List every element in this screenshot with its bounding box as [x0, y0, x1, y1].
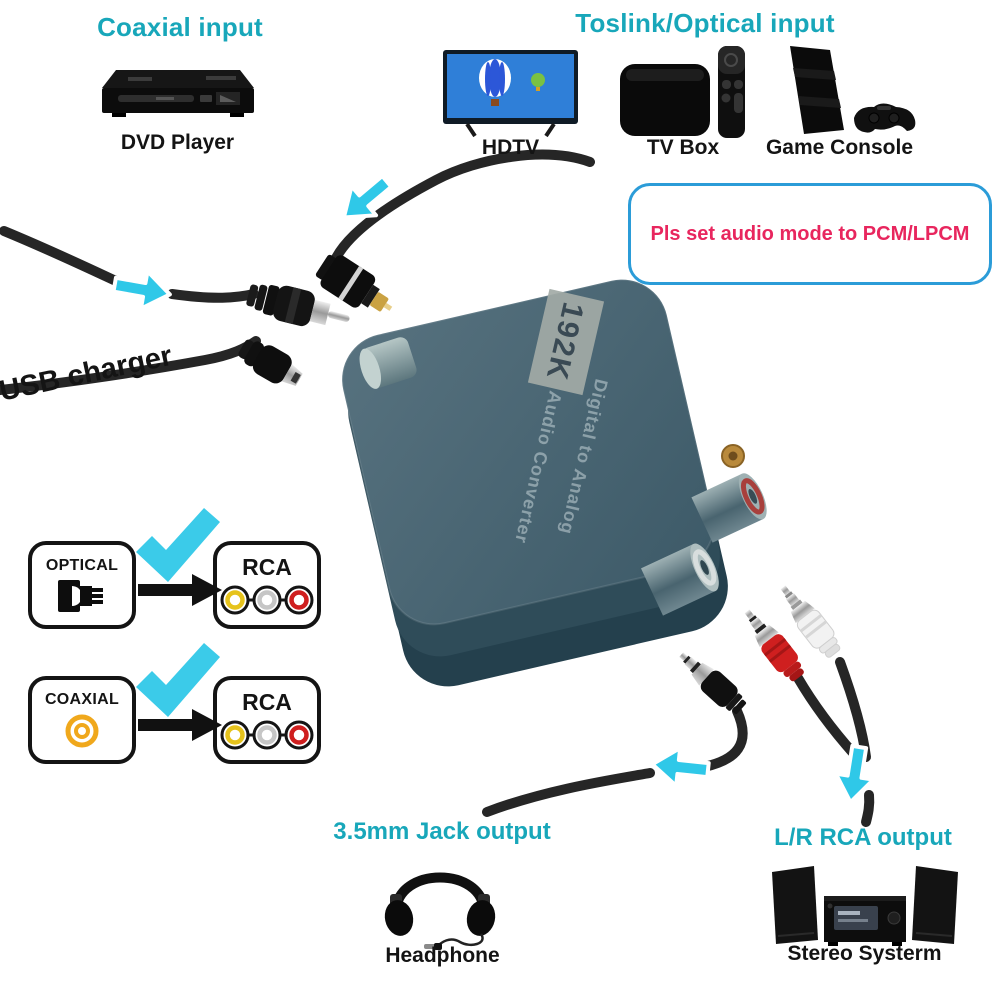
- map-arrow-coaxial-icon: [138, 709, 222, 741]
- coaxial-connector-icon: [65, 714, 99, 747]
- converter-badge: 192K: [527, 288, 605, 396]
- jack-cable-b: [482, 768, 655, 817]
- coaxial-box-label: COAXIAL: [44, 690, 120, 708]
- stereo-system-label: Stereo Systerm: [787, 942, 942, 965]
- checkmark-optical-icon: [136, 508, 220, 582]
- headphone-label: Headphone: [385, 944, 500, 967]
- arrow-coaxial-right: [111, 269, 172, 311]
- stereo-system-image: [772, 866, 958, 946]
- headphone-image: [384, 872, 496, 950]
- balloon-graphic: [479, 59, 545, 106]
- optical-source-box: OPTICAL: [28, 541, 136, 629]
- rca-white-cable-tail: [861, 790, 875, 827]
- usb-cable: [0, 336, 261, 395]
- rca-target-box-coaxial: RCA: [213, 676, 321, 764]
- arrow-jack-left: [650, 746, 711, 788]
- rca-box-1-label: RCA: [242, 554, 292, 580]
- rca-jacks-icon: [220, 720, 314, 750]
- rca-red-cable: [793, 673, 859, 759]
- rca-plug-white: [780, 585, 841, 658]
- game-console-image: [790, 46, 916, 134]
- pcm-note-box: Pls set audio mode to PCM/LPCM: [628, 183, 992, 285]
- pcm-note-text: Pls set audio mode to PCM/LPCM: [650, 222, 970, 245]
- toslink-plug: [315, 254, 393, 312]
- cables: [0, 149, 875, 827]
- toslink-cable: [331, 149, 595, 263]
- optical-input-title: Toslink/Optical input: [575, 8, 835, 38]
- rca-box-2-label: RCA: [242, 689, 292, 715]
- converter-device: 192K Digital to Analog Audio Converter: [341, 278, 767, 687]
- hdtv-image: [443, 50, 578, 138]
- optical-port: [359, 337, 417, 389]
- converter-top-face: [341, 278, 715, 626]
- flow-arrows: [111, 174, 876, 805]
- rca-target-box-optical: RCA: [213, 541, 321, 629]
- dvd-player-image: [102, 70, 254, 117]
- rca-plug-red: [744, 609, 804, 682]
- jack-output-title: 3.5mm Jack output: [333, 818, 551, 845]
- rca-port-red: [691, 473, 767, 543]
- hdtv-label: HDTV: [481, 136, 540, 159]
- tv-box-image: [620, 46, 745, 138]
- coaxial-port: [721, 444, 745, 468]
- rca-output-title: L/R RCA output: [774, 824, 952, 851]
- game-console-label: Game Console: [765, 136, 914, 159]
- rca-port-white: [641, 543, 719, 616]
- jack-cable-a: [699, 706, 748, 772]
- rca-jacks-icon: [220, 585, 314, 615]
- coaxial-source-box: COAXIAL: [28, 676, 136, 764]
- coaxial-input-title: Coaxial input: [97, 12, 263, 42]
- map-arrow-optical-icon: [138, 574, 222, 606]
- controller-graphic: [854, 103, 916, 133]
- coaxial-cable-left: [0, 226, 123, 287]
- optical-connector-icon: [58, 579, 103, 612]
- micro-usb-plug: [238, 339, 303, 386]
- coaxial-cable-right: [167, 289, 259, 303]
- coaxial-plug: [246, 284, 350, 327]
- arrow-rca-down: [833, 743, 876, 805]
- tv-box-label: TV Box: [646, 136, 720, 159]
- checkmark-coaxial-icon: [136, 643, 220, 717]
- jack-plug-3-5mm: [679, 652, 747, 714]
- arrow-toslink-downleft: [341, 174, 394, 220]
- optical-box-label: OPTICAL: [45, 556, 119, 574]
- dvd-player-label: DVD Player: [120, 131, 235, 154]
